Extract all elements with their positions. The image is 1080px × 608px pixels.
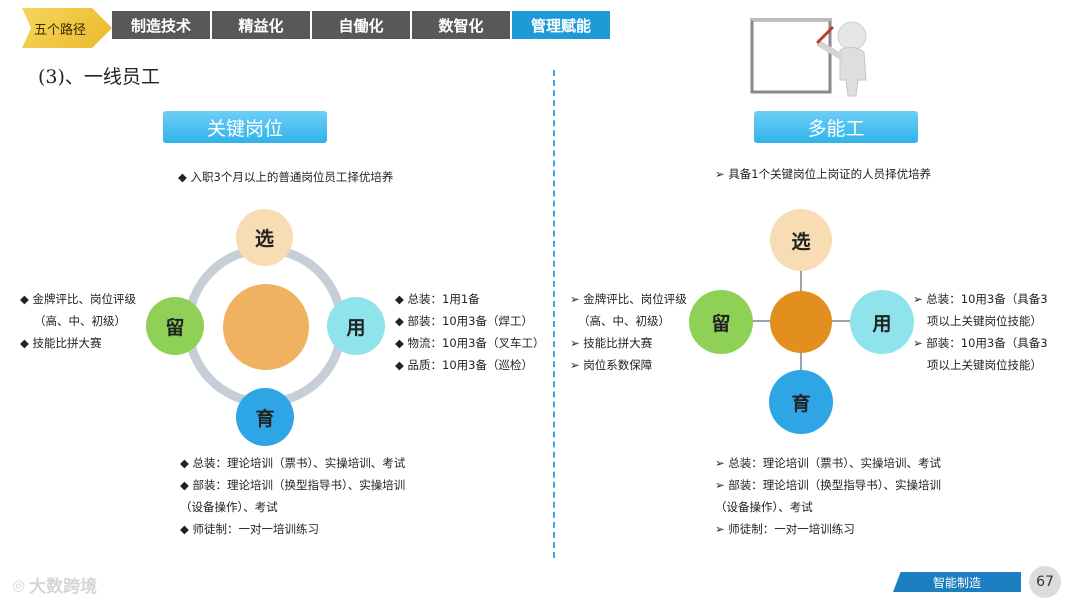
whiteboard-figure-icon (748, 14, 878, 98)
text-line: ➢ 技能比拼大赛 (570, 332, 687, 354)
text-line: ◆ 物流：10用3备（叉车工） (395, 332, 544, 354)
center-circle (223, 284, 309, 370)
tab-digital-intelligence[interactable]: 数智化 (412, 11, 510, 39)
node-retain: 留 (689, 290, 753, 354)
nav-badge: 五个路径 (22, 8, 112, 48)
footer-tag: 智能制造 (893, 572, 1021, 592)
text-line: ◆ 总装：理论培训（票书）、实操培训、考试 (180, 452, 405, 474)
node-use: 用 (327, 297, 385, 355)
center-circle (770, 291, 832, 353)
text-line: ◆ 师徒制：一对一培训练习 (180, 518, 405, 540)
tab-lean[interactable]: 精益化 (212, 11, 310, 39)
right-retain-text: ➢ 金牌评比、岗位评级 （高、中、初级） ➢ 技能比拼大赛 ➢ 岗位系数保障 (570, 288, 687, 376)
right-use-text: ➢ 总装：10用3备（具备3 项以上关键岗位技能） ➢ 部装：10用3备（具备3… (913, 288, 1048, 376)
text-line: （设备操作）、考试 (715, 496, 941, 518)
text-line: ➢ 部装：10用3备（具备3 (913, 332, 1048, 354)
text-line: ◆ 金牌评比、岗位评级 (20, 288, 136, 310)
tab-manufacturing-tech[interactable]: 制造技术 (112, 11, 210, 39)
watermark-logo-icon: ◎ (12, 576, 25, 594)
node-select: 选 (236, 209, 293, 266)
multi-skilled-heading: 多能工 (754, 111, 918, 143)
text-line: ➢ 师徒制：一对一培训练习 (715, 518, 941, 540)
tab-autonomation[interactable]: 自働化 (312, 11, 410, 39)
text-line: （高、中、初级） (570, 310, 687, 332)
page-number: 67 (1029, 566, 1061, 598)
text-line: ◆ 技能比拼大赛 (20, 332, 136, 354)
nav-tabs: 制造技术 精益化 自働化 数智化 管理赋能 (112, 11, 610, 39)
multi-skilled-intro: ➢ 具备1个关键岗位上岗证的人员择优培养 (715, 166, 931, 182)
watermark: ◎ 大数跨境 (12, 572, 97, 597)
key-positions-heading: 关键岗位 (163, 111, 327, 143)
tab-management-empowerment[interactable]: 管理赋能 (512, 11, 610, 39)
text-line: ◆ 品质：10用3备（巡检） (395, 354, 544, 376)
text-line: ➢ 部装：理论培训（换型指导书）、实操培训 (715, 474, 941, 496)
text-line: ➢ 金牌评比、岗位评级 (570, 288, 687, 310)
left-cultivate-text: ◆ 总装：理论培训（票书）、实操培训、考试 ◆ 部装：理论培训（换型指导书）、实… (180, 452, 405, 540)
section-title: (3)、一线员工 (38, 62, 160, 89)
right-cultivate-text: ➢ 总装：理论培训（票书）、实操培训、考试 ➢ 部装：理论培训（换型指导书）、实… (715, 452, 941, 540)
node-retain: 留 (146, 297, 204, 355)
center-divider (553, 70, 555, 558)
text-line: ◆ 部装：理论培训（换型指导书）、实操培训 (180, 474, 405, 496)
text-line: （设备操作）、考试 (180, 496, 405, 518)
text-line: （高、中、初级） (20, 310, 136, 332)
node-cultivate: 育 (236, 388, 294, 446)
text-line: ◆ 总装：1用1备 (395, 288, 544, 310)
node-cultivate: 育 (769, 370, 833, 434)
text-line: ➢ 总装：理论培训（票书）、实操培训、考试 (715, 452, 941, 474)
text-line: ◆ 部装：10用3备（焊工） (395, 310, 544, 332)
text-line: 项以上关键岗位技能） (913, 354, 1048, 376)
node-use: 用 (850, 290, 914, 354)
key-positions-intro: ◆ 入职3个月以上的普通岗位员工择优培养 (178, 169, 393, 185)
node-select: 选 (770, 209, 832, 271)
left-use-text: ◆ 总装：1用1备 ◆ 部装：10用3备（焊工） ◆ 物流：10用3备（叉车工）… (395, 288, 544, 376)
text-line: ➢ 岗位系数保障 (570, 354, 687, 376)
text-line: 项以上关键岗位技能） (913, 310, 1048, 332)
watermark-text: 大数跨境 (29, 572, 97, 597)
left-retain-text: ◆ 金牌评比、岗位评级 （高、中、初级） ◆ 技能比拼大赛 (20, 288, 136, 354)
text-line: ➢ 总装：10用3备（具备3 (913, 288, 1048, 310)
